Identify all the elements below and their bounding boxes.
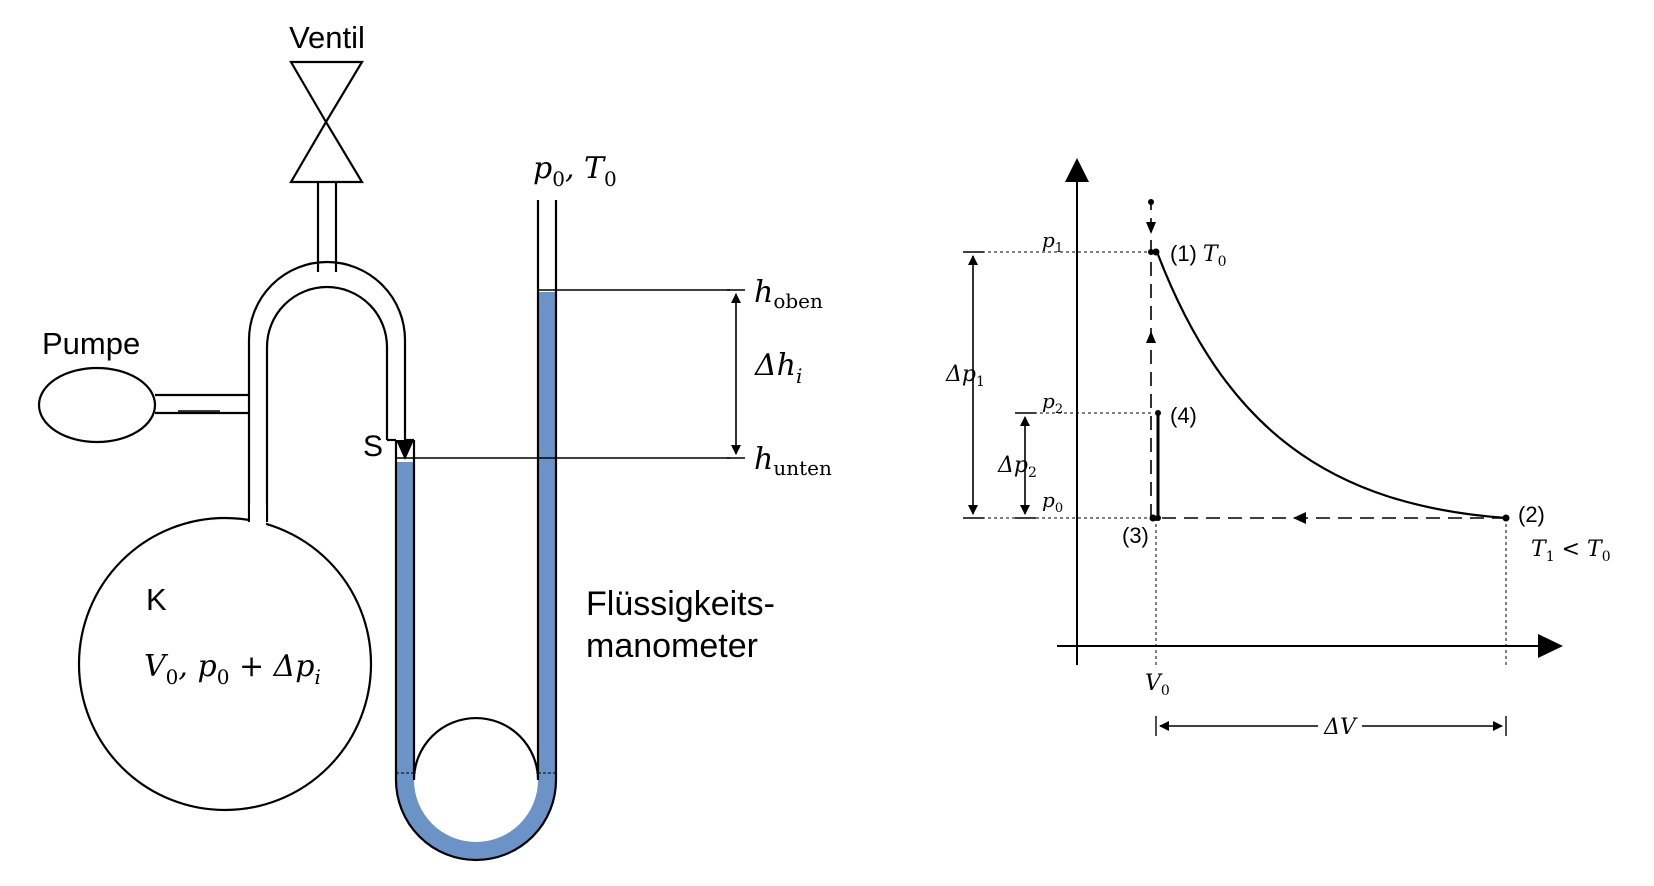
delta-v-label: ΔV: [1323, 715, 1358, 740]
pump-icon: [37, 366, 249, 444]
delta-p2-label: Δp2: [997, 453, 1037, 481]
state-2-label: (2): [1518, 502, 1545, 527]
state-point-1: [1152, 248, 1160, 256]
container-state: V0, p0 + Δpi: [144, 649, 321, 689]
state-1-label: (1)T0: [1170, 241, 1227, 270]
valve-icon: [289, 60, 364, 184]
rise-arrow-icon: [1146, 331, 1156, 343]
container-label: K: [146, 582, 167, 617]
valve-stem-pipe: [316, 182, 338, 272]
pump-arrow-icon: [1146, 222, 1156, 234]
valve-label: Ventil: [289, 20, 365, 55]
h-top-label: hoben: [754, 275, 823, 313]
state-point-3: [1149, 514, 1157, 522]
state-point-start: [1148, 199, 1154, 205]
state-point-2: [1502, 514, 1510, 522]
state-point-4: [1155, 410, 1161, 416]
connecting-pipe: [247, 260, 407, 522]
state-3-label: (3): [1122, 523, 1149, 548]
return-arrow-icon: [1293, 512, 1306, 524]
pump-label: Pumpe: [42, 326, 140, 361]
h-bottom-label: hunten: [754, 442, 832, 480]
v0-label: V0: [1145, 671, 1170, 699]
apparatus: Ventil Pumpe K V0, p0 + Δpi: [37, 20, 832, 862]
state-4-label: (4): [1170, 403, 1197, 428]
container-k: [77, 516, 373, 812]
ambient-label: p0, T0: [533, 151, 617, 191]
x-axis-arrow-icon: [1538, 634, 1563, 658]
temperature-relation-label: T1 < T0: [1531, 537, 1611, 565]
y-axis-arrow-icon: [1065, 158, 1089, 182]
s-marker-icon: [396, 440, 414, 460]
delta-p1-label: Δp1: [945, 362, 985, 390]
manometer-liquid: [396, 292, 556, 860]
manometer-label-line1: Flüssigkeits-: [586, 585, 775, 623]
manometer-label-line2: manometer: [586, 627, 758, 665]
p1-label: p1: [1042, 228, 1063, 256]
pv-diagram: p1 p2 p0 Δp1 Δp2 (1)T0 (4) (3) (2) T1 < …: [945, 158, 1611, 740]
p2-label: p2: [1042, 389, 1063, 417]
manometer-tube: [394, 200, 558, 862]
point-s-label: S: [363, 430, 383, 463]
p0-label: p0: [1042, 488, 1063, 516]
delta-h-label: Δhi: [754, 348, 802, 388]
expansion-curve: [1155, 251, 1507, 520]
